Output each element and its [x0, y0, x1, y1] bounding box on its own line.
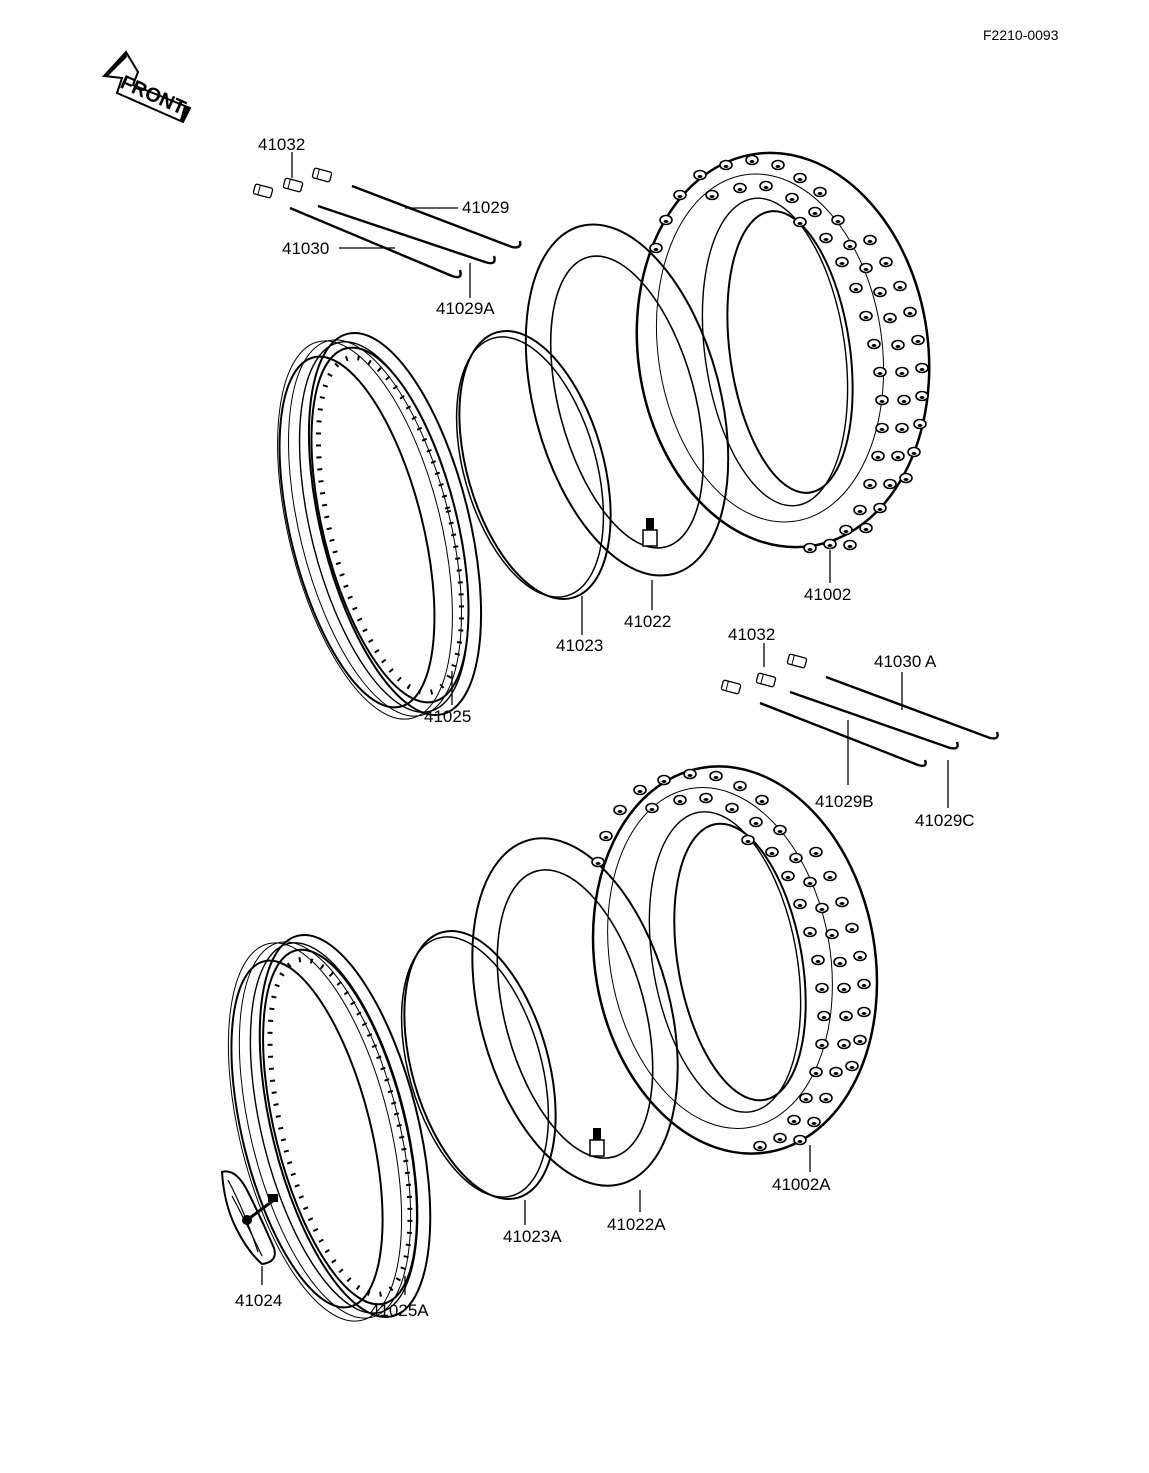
rear-tire [591, 765, 879, 1155]
front-rim [277, 331, 483, 720]
rear-tube [471, 837, 679, 1187]
label-front-tire: 41002 [804, 585, 851, 604]
front-arrow-label: FRONT [117, 71, 189, 119]
front-spokes [289, 184, 522, 279]
rear-tire-tread [591, 768, 871, 1152]
label-rear-rim: 41025A [370, 1301, 429, 1320]
front-tire [635, 151, 931, 554]
front-tube-valve-icon [642, 518, 658, 547]
label-rear-rim-lock: 41024 [235, 1291, 282, 1310]
drawing-code: F2210-0093 [983, 27, 1059, 43]
label-rear-rim-band: 41023A [503, 1227, 562, 1246]
label-front-spoke-b: 41030 [282, 239, 329, 258]
rear-rim [227, 934, 432, 1322]
front-leader-lines [291, 152, 831, 705]
label-front-spoke-nipple: 41032 [258, 135, 305, 154]
label-rear-spoke-nipple: 41032 [728, 625, 775, 644]
rear-spokes [759, 675, 999, 768]
front-direction-arrow-icon: FRONT [101, 50, 192, 124]
rear-wheel-assembly: 41032 41030 A 41029B 41029C 41025A 41023… [220, 625, 999, 1322]
rear-leader-lines [261, 643, 949, 1295]
label-rear-spoke-b: 41029B [815, 792, 874, 811]
front-tube [524, 223, 730, 577]
label-front-rim-band: 41023 [556, 636, 603, 655]
label-rear-spoke-a: 41030 A [874, 652, 937, 671]
label-rear-tube: 41022A [607, 1215, 666, 1234]
rear-rim-band [400, 930, 557, 1200]
front-rim-band [455, 330, 612, 600]
label-front-spoke-a: 41029 [462, 198, 509, 217]
label-front-rim: 41025 [424, 707, 471, 726]
label-rear-spoke-c: 41029C [915, 811, 975, 830]
rear-rim-lock [220, 1170, 278, 1266]
label-rear-tire: 41002A [772, 1175, 831, 1194]
front-wheel-assembly: 41032 41029 41030 41029A 41025 41023 410… [252, 135, 931, 726]
label-front-tube: 41022 [624, 612, 671, 631]
label-front-spoke-c: 41029A [436, 299, 495, 318]
rear-tube-valve-icon [589, 1128, 605, 1157]
